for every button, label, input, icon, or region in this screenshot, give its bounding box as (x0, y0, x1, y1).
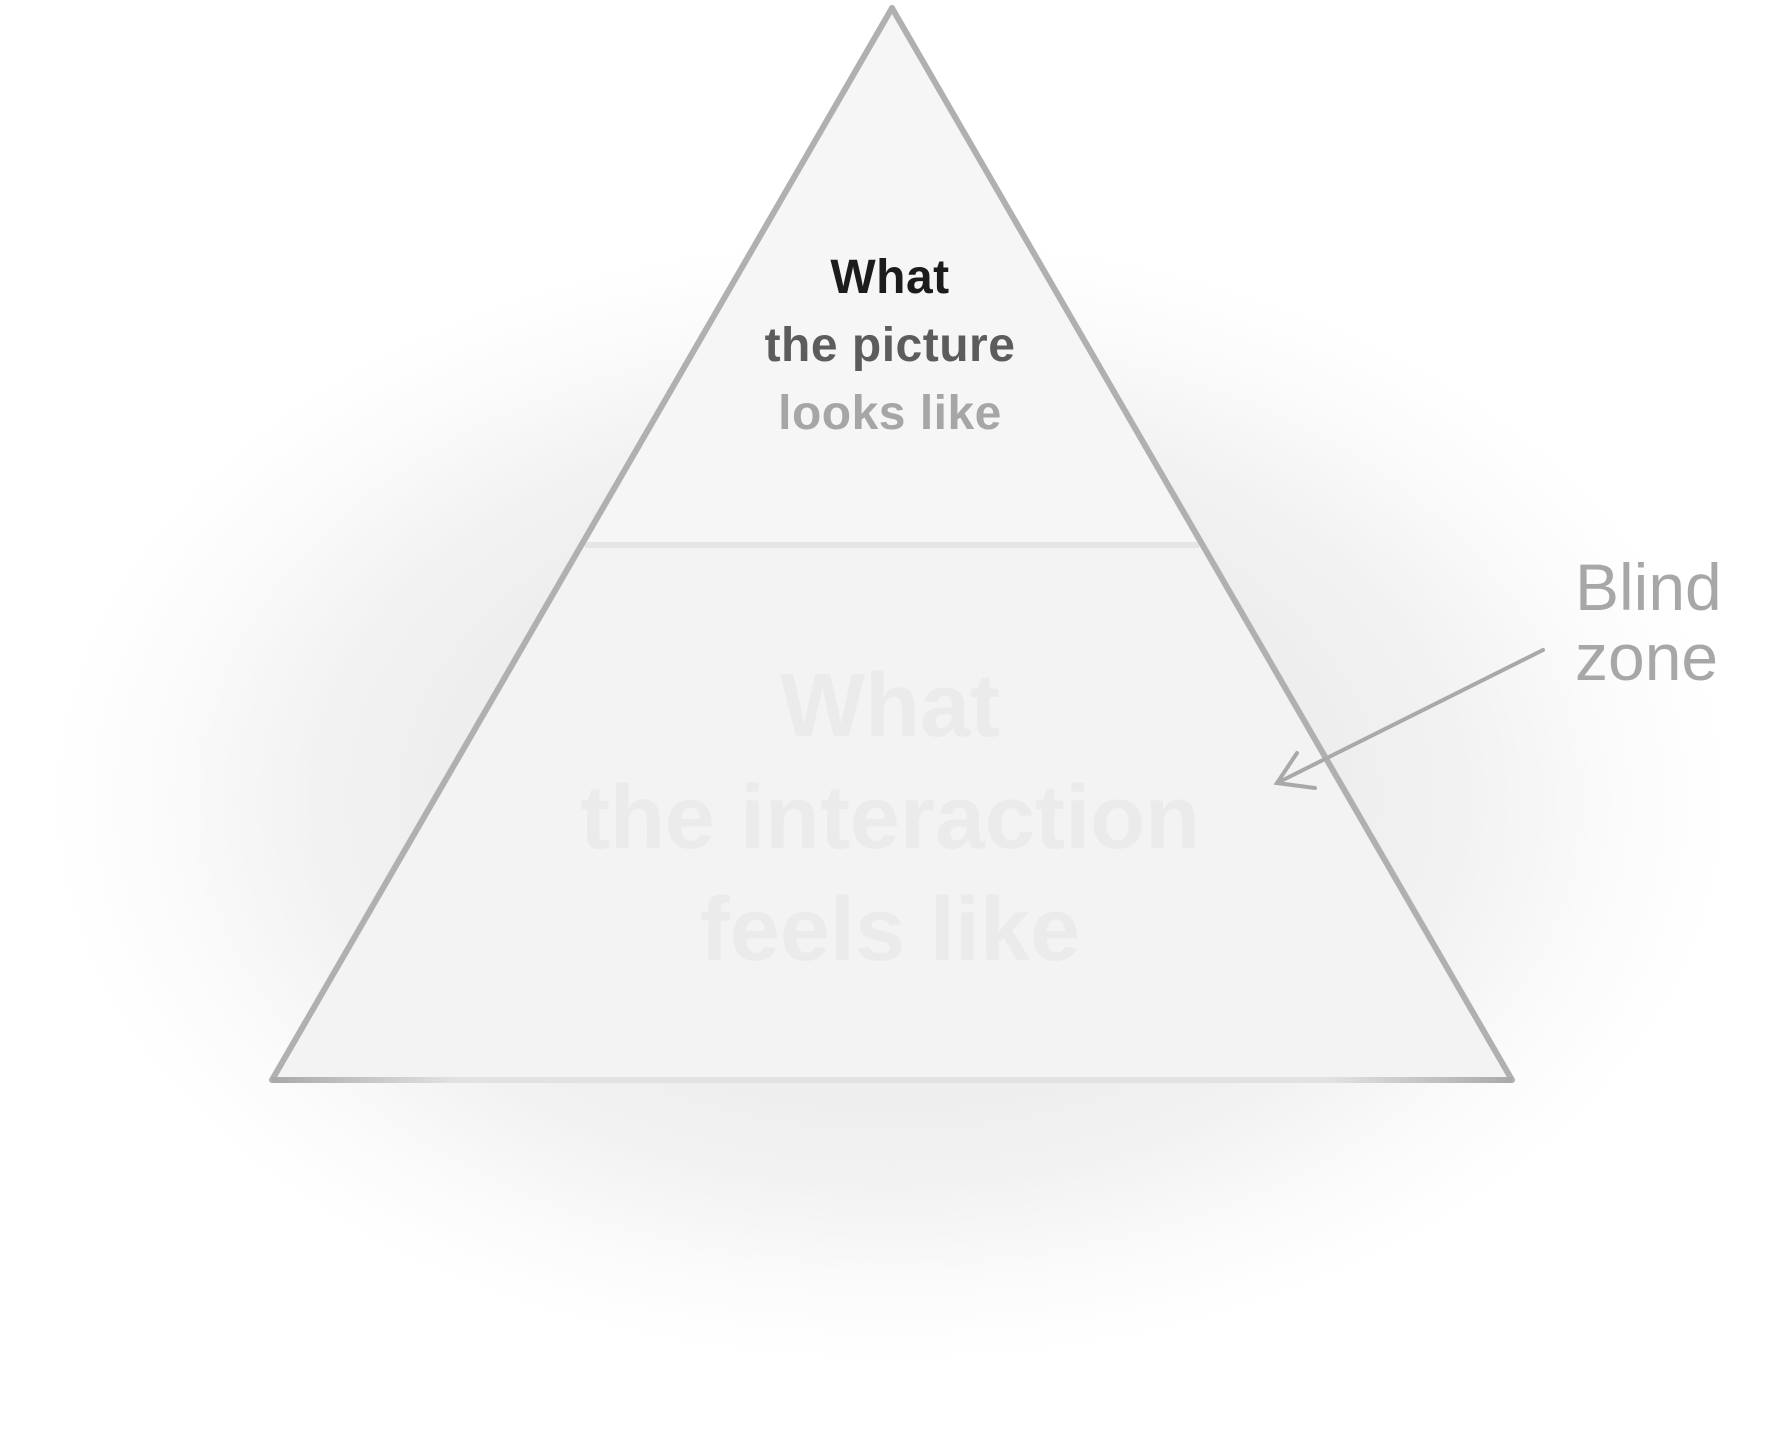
callout-line-1: Blind (1575, 550, 1722, 624)
bottom-tier-label: What the interaction feels like (490, 650, 1290, 986)
top-tier-label: What the picture looks like (640, 244, 1140, 448)
top-tier-fill (586, 10, 1198, 545)
callout-line-2: zone (1575, 620, 1719, 694)
arrow-pointing-left-down-icon (1273, 648, 1545, 790)
top-tier-line-1: What (830, 251, 950, 304)
bottom-tier-line-1: What (780, 656, 1000, 756)
bottom-tier-line-3: feels like (699, 880, 1081, 980)
pyramid-right-edge (889, 5, 1515, 1083)
pyramid-left-edge (269, 5, 895, 1083)
bottom-tier-line-2: the interaction (579, 768, 1201, 868)
top-tier-line-2: the picture (764, 319, 1016, 372)
top-tier-line-3: looks like (778, 387, 1002, 440)
blind-zone-callout: Blind zone (1575, 552, 1722, 692)
